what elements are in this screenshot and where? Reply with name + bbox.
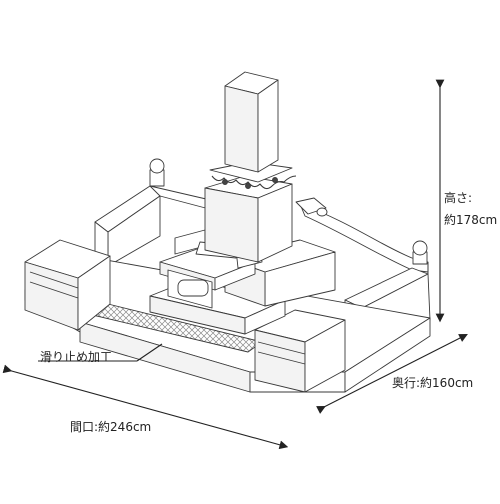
front-post-left: [24, 239, 111, 331]
width-label: 間口:約246cm: [70, 420, 152, 434]
antislip-leader: [136, 343, 163, 362]
antislip-label: 滑り止め加工: [40, 350, 113, 364]
depth-label: 奥行:約160cm: [392, 376, 474, 390]
depth-arrow: [316, 334, 468, 414]
height-label: 高さ:: [444, 191, 473, 205]
monument-stone: [224, 71, 279, 173]
finial-right: [412, 240, 428, 265]
height-value: 約178cm: [444, 213, 498, 227]
back-vase: [295, 197, 328, 217]
width-arrow: [2, 364, 289, 450]
finial-left: [149, 158, 165, 187]
